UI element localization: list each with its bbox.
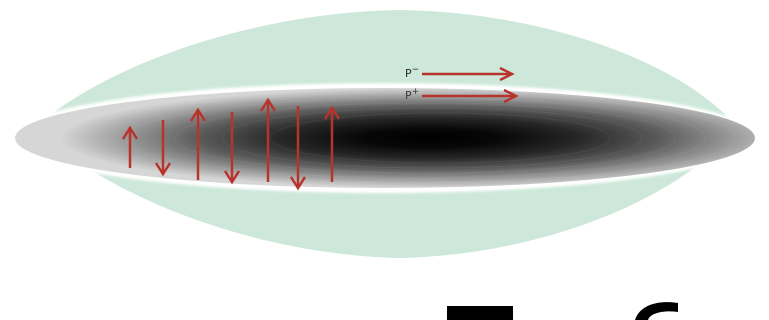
p-plus-sup: + (412, 87, 420, 97)
cropped-glyphs (447, 302, 678, 320)
p-minus-sup: − (412, 65, 420, 75)
